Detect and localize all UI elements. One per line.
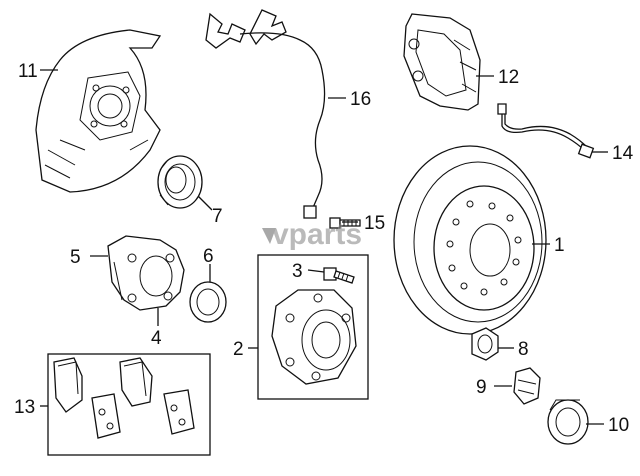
callout-11: 11 [18,61,38,82]
brake-pads-part [53,357,195,439]
callout-16: 16 [350,89,371,110]
callout-6: 6 [203,246,214,267]
bearing-seal-part [189,281,227,323]
grease-cap-part [547,399,589,445]
callout-2: 2 [233,339,244,360]
callout-13: 13 [14,397,35,418]
hub-knuckle-part [107,235,185,311]
hub-flange-part [271,289,357,385]
abs-sensor-part [205,9,326,219]
callout-10: 10 [608,415,629,436]
seal-part [157,155,203,209]
hub-bolt-part [323,267,355,284]
callout-9: 9 [476,377,487,398]
callout-labels: 11 12 16 7 15 14 1 5 6 4 3 2 8 9 10 13 [14,61,634,436]
brake-hose-part [497,103,595,159]
lock-cap-part [513,367,541,405]
callout-7: 7 [212,206,223,227]
brake-rotor-part [393,145,547,335]
callout-14: 14 [612,143,634,164]
callout-8: 8 [518,339,529,360]
dust-shield-part [35,29,162,193]
callout-3: 3 [292,261,303,282]
leader-lines [40,69,608,425]
vparts-logo-icon [262,228,276,244]
watermark-brand: vparts [272,218,362,251]
vparts-watermark: vparts [262,218,362,251]
caliper-part [403,13,481,111]
callout-15: 15 [364,213,385,234]
callout-4: 4 [151,328,162,349]
callout-5: 5 [70,247,81,268]
callout-12: 12 [498,67,519,88]
lock-nut-part [471,327,499,361]
callout-1: 1 [554,235,565,256]
